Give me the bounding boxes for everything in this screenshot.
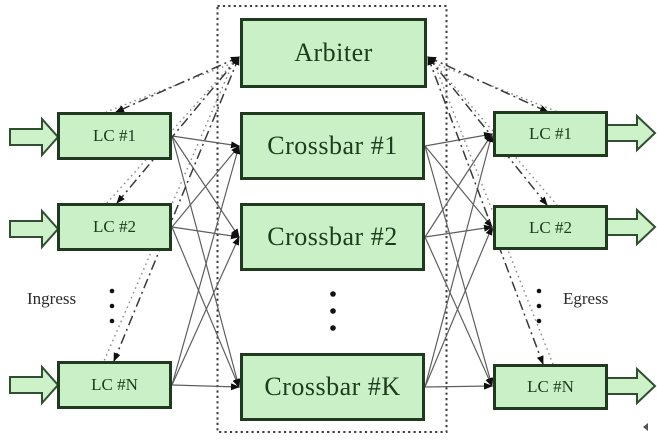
data-line — [171, 383, 240, 391]
ellipsis-dot — [109, 303, 115, 309]
arbiter-box: Arbiter — [240, 18, 427, 88]
ellipsis-dot — [536, 288, 542, 294]
egress-label: Egress — [563, 289, 609, 308]
data-line — [171, 226, 240, 240]
ellipsis-dot — [109, 288, 115, 294]
ingress-data-lines — [171, 135, 241, 391]
ingress-lc-box: LC #2 — [57, 203, 172, 251]
egress-data-lines — [424, 131, 494, 390]
data-line — [171, 145, 240, 228]
ingress-arrow-icon — [9, 208, 60, 250]
egress-arrow-icon — [605, 113, 657, 153]
control-line — [115, 56, 240, 113]
ellipsis-dot — [330, 291, 336, 297]
ingress-lc-box: LC #N — [57, 361, 172, 409]
lc-label: LC #1 — [529, 124, 572, 143]
ingress-arrow-icon — [9, 116, 60, 158]
data-line — [424, 224, 493, 238]
ellipsis-dots — [109, 288, 542, 331]
crossbar-box: Crossbar #1 — [240, 112, 425, 180]
control-line — [113, 56, 240, 362]
ellipsis-dot — [536, 303, 542, 309]
ellipsis-dot — [330, 325, 336, 331]
ingress-arrows — [9, 116, 60, 406]
egress-arrow-icon — [605, 207, 657, 247]
crossbar-box: Crossbar #2 — [240, 203, 425, 271]
ingress-label: Ingress — [27, 289, 77, 308]
ingress-lc-box: LC #1 — [57, 112, 172, 160]
crossbar-label: Crossbar #K — [264, 372, 401, 401]
control-line — [427, 56, 544, 365]
crossbar-box: Crossbar #K — [240, 353, 425, 421]
arbiter-label: Arbiter — [294, 38, 373, 67]
crossbar-label: Crossbar #2 — [267, 222, 398, 251]
lc-label: LC #2 — [93, 217, 136, 236]
lc-label: LC #N — [527, 377, 574, 396]
ingress-arrow-icon — [9, 364, 60, 406]
lc-label: LC #2 — [529, 217, 572, 237]
ellipsis-dot — [536, 318, 542, 324]
data-line — [424, 382, 493, 390]
stray-mark — [643, 423, 648, 431]
control-lines — [113, 56, 549, 365]
egress-lc-box: LC #N — [493, 364, 608, 410]
crossbar-label: Crossbar #1 — [267, 131, 398, 160]
ellipsis-dot — [109, 318, 115, 324]
lc-label: LC #N — [91, 375, 138, 394]
lc-label: LC #1 — [93, 126, 136, 145]
egress-arrow-icon — [605, 366, 657, 406]
egress-lc-box: LC #2 — [493, 205, 608, 250]
egress-lc-box: LC #1 — [493, 111, 608, 157]
egress-arrows — [605, 113, 657, 406]
ellipsis-dot — [330, 308, 336, 314]
